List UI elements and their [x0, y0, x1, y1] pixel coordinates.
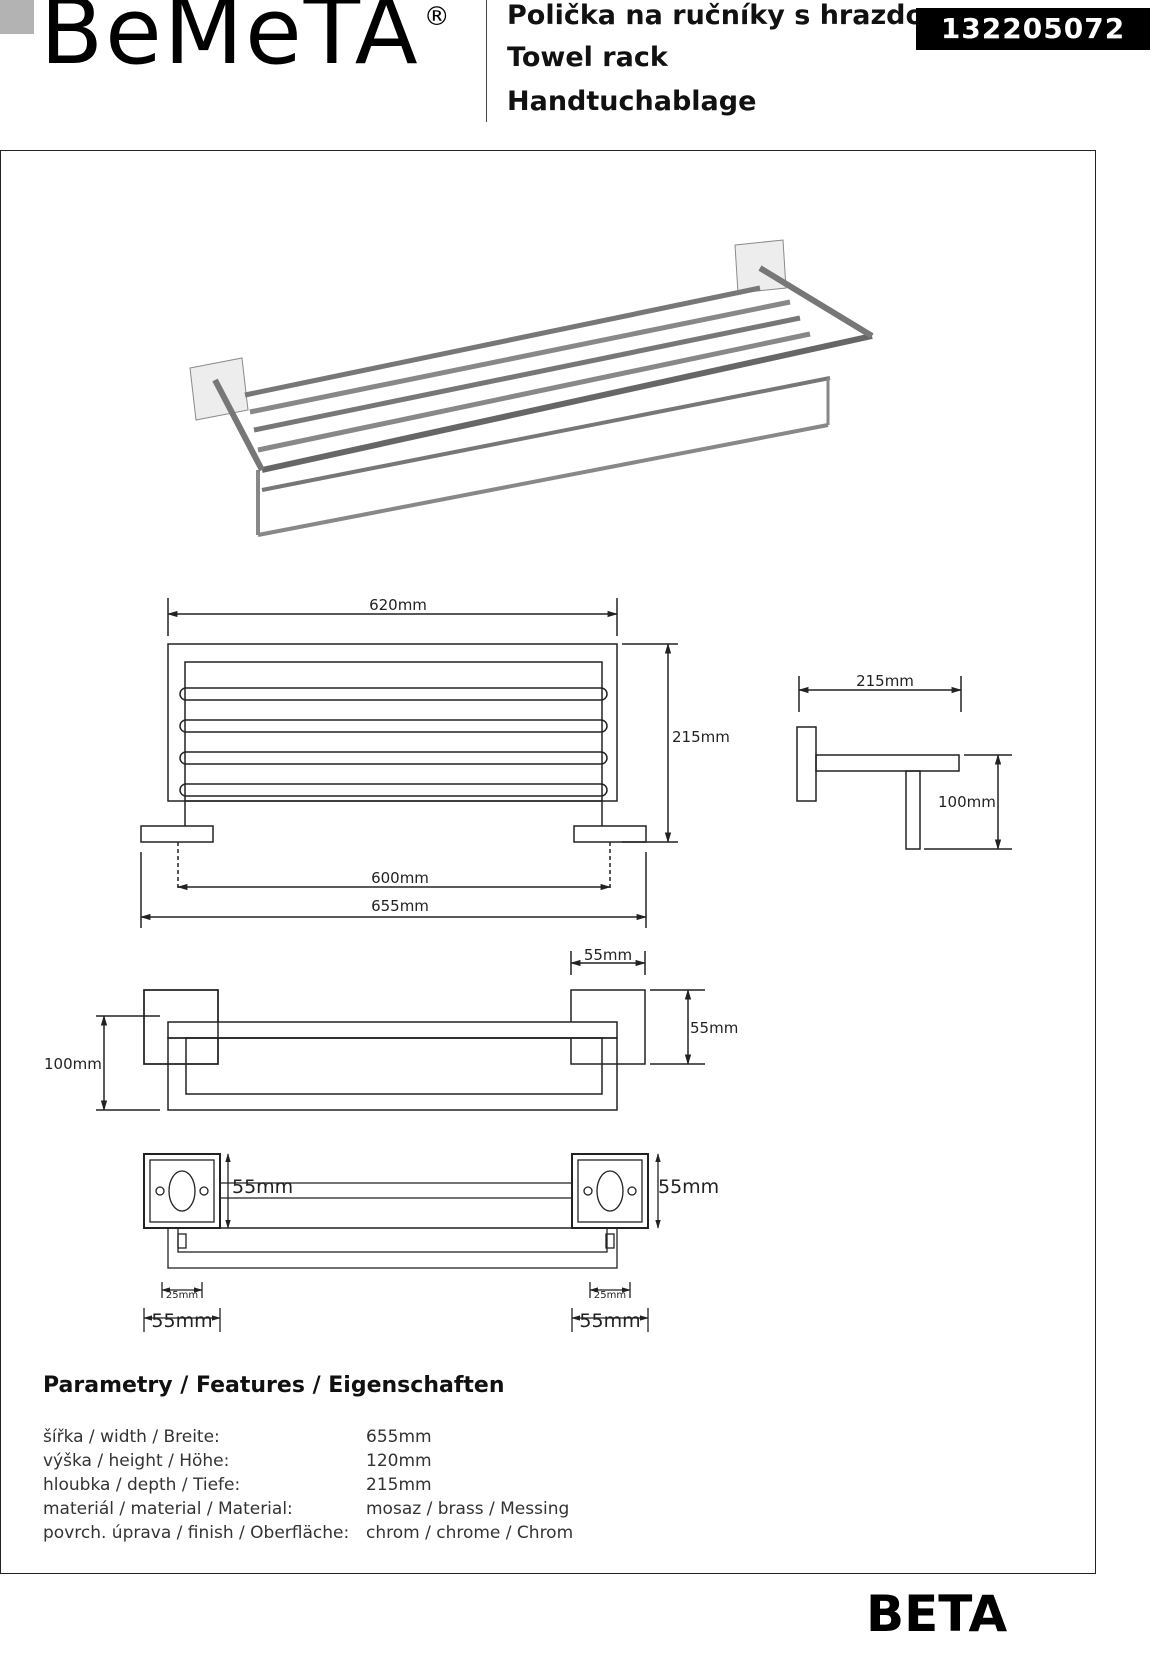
- dim-620: 620mm: [369, 596, 427, 614]
- top-view: [96, 951, 705, 1112]
- title-de: Handtuchablage: [507, 86, 757, 117]
- dim-215-side: 215mm: [856, 672, 914, 690]
- mounting-view: [143, 1153, 661, 1332]
- feature-row: materiál / material / Material: mosaz / b…: [43, 1497, 663, 1521]
- feature-label: hloubka / depth / Tiefe:: [43, 1475, 241, 1495]
- registered-mark: ®: [423, 2, 452, 32]
- series-name: BETA: [866, 1585, 1008, 1643]
- dim-55-top-height: 55mm: [690, 1019, 738, 1037]
- feature-value: 120mm: [366, 1451, 432, 1471]
- feature-value: 215mm: [366, 1475, 432, 1495]
- header-divider: [486, 0, 487, 122]
- feature-label: šířka / width / Breite:: [43, 1427, 220, 1447]
- dim-100-side: 100mm: [938, 793, 996, 811]
- product-code: 132205072: [916, 8, 1150, 50]
- feature-value: chrom / chrome / Chrom: [366, 1523, 574, 1543]
- feature-row: povrch. úprava / finish / Oberfläche: chr…: [43, 1521, 663, 1545]
- features-heading: Parametry / Features / Eigenschaften: [43, 1373, 505, 1398]
- feature-row: šířka / width / Breite: 655mm: [43, 1425, 663, 1449]
- feature-label: materiál / material / Material:: [43, 1499, 293, 1519]
- logo-square: [0, 0, 34, 34]
- feature-row: hloubka / depth / Tiefe: 215mm: [43, 1473, 663, 1497]
- dim-55-mount-right: 55mm: [658, 1176, 719, 1198]
- dim-55-bottom-left: 55mm: [151, 1310, 212, 1332]
- brand-logo: BeMeTA®: [40, 0, 452, 78]
- dim-55-mount-left: 55mm: [232, 1176, 293, 1198]
- feature-value: mosaz / brass / Messing: [366, 1499, 570, 1519]
- side-view: [796, 676, 1012, 851]
- dim-655: 655mm: [371, 897, 429, 915]
- dim-25-left: 25mm: [166, 1290, 198, 1301]
- dim-55-bottom-right: 55mm: [579, 1310, 640, 1332]
- feature-row: výška / height / Höhe: 120mm: [43, 1449, 663, 1473]
- dim-100-top: 100mm: [44, 1055, 102, 1073]
- feature-label: výška / height / Höhe:: [43, 1451, 230, 1471]
- feature-value: 655mm: [366, 1427, 432, 1447]
- feature-label: povrch. úprava / finish / Oberfläche:: [43, 1523, 350, 1543]
- title-en: Towel rack: [507, 42, 668, 73]
- dim-215-front: 215mm: [672, 728, 730, 746]
- product-illustration: [189, 239, 874, 537]
- logo-text: BeMeTA: [40, 0, 420, 85]
- title-cz: Polička na ručníky s hrazdou: [507, 0, 944, 31]
- dim-55-top-width: 55mm: [584, 946, 632, 964]
- dim-600: 600mm: [371, 869, 429, 887]
- features-table: šířka / width / Breite: 655mm výška / hei…: [43, 1425, 663, 1545]
- front-view: [139, 598, 678, 928]
- dim-25-right: 25mm: [594, 1290, 626, 1301]
- drawing-frame: [0, 150, 1096, 1574]
